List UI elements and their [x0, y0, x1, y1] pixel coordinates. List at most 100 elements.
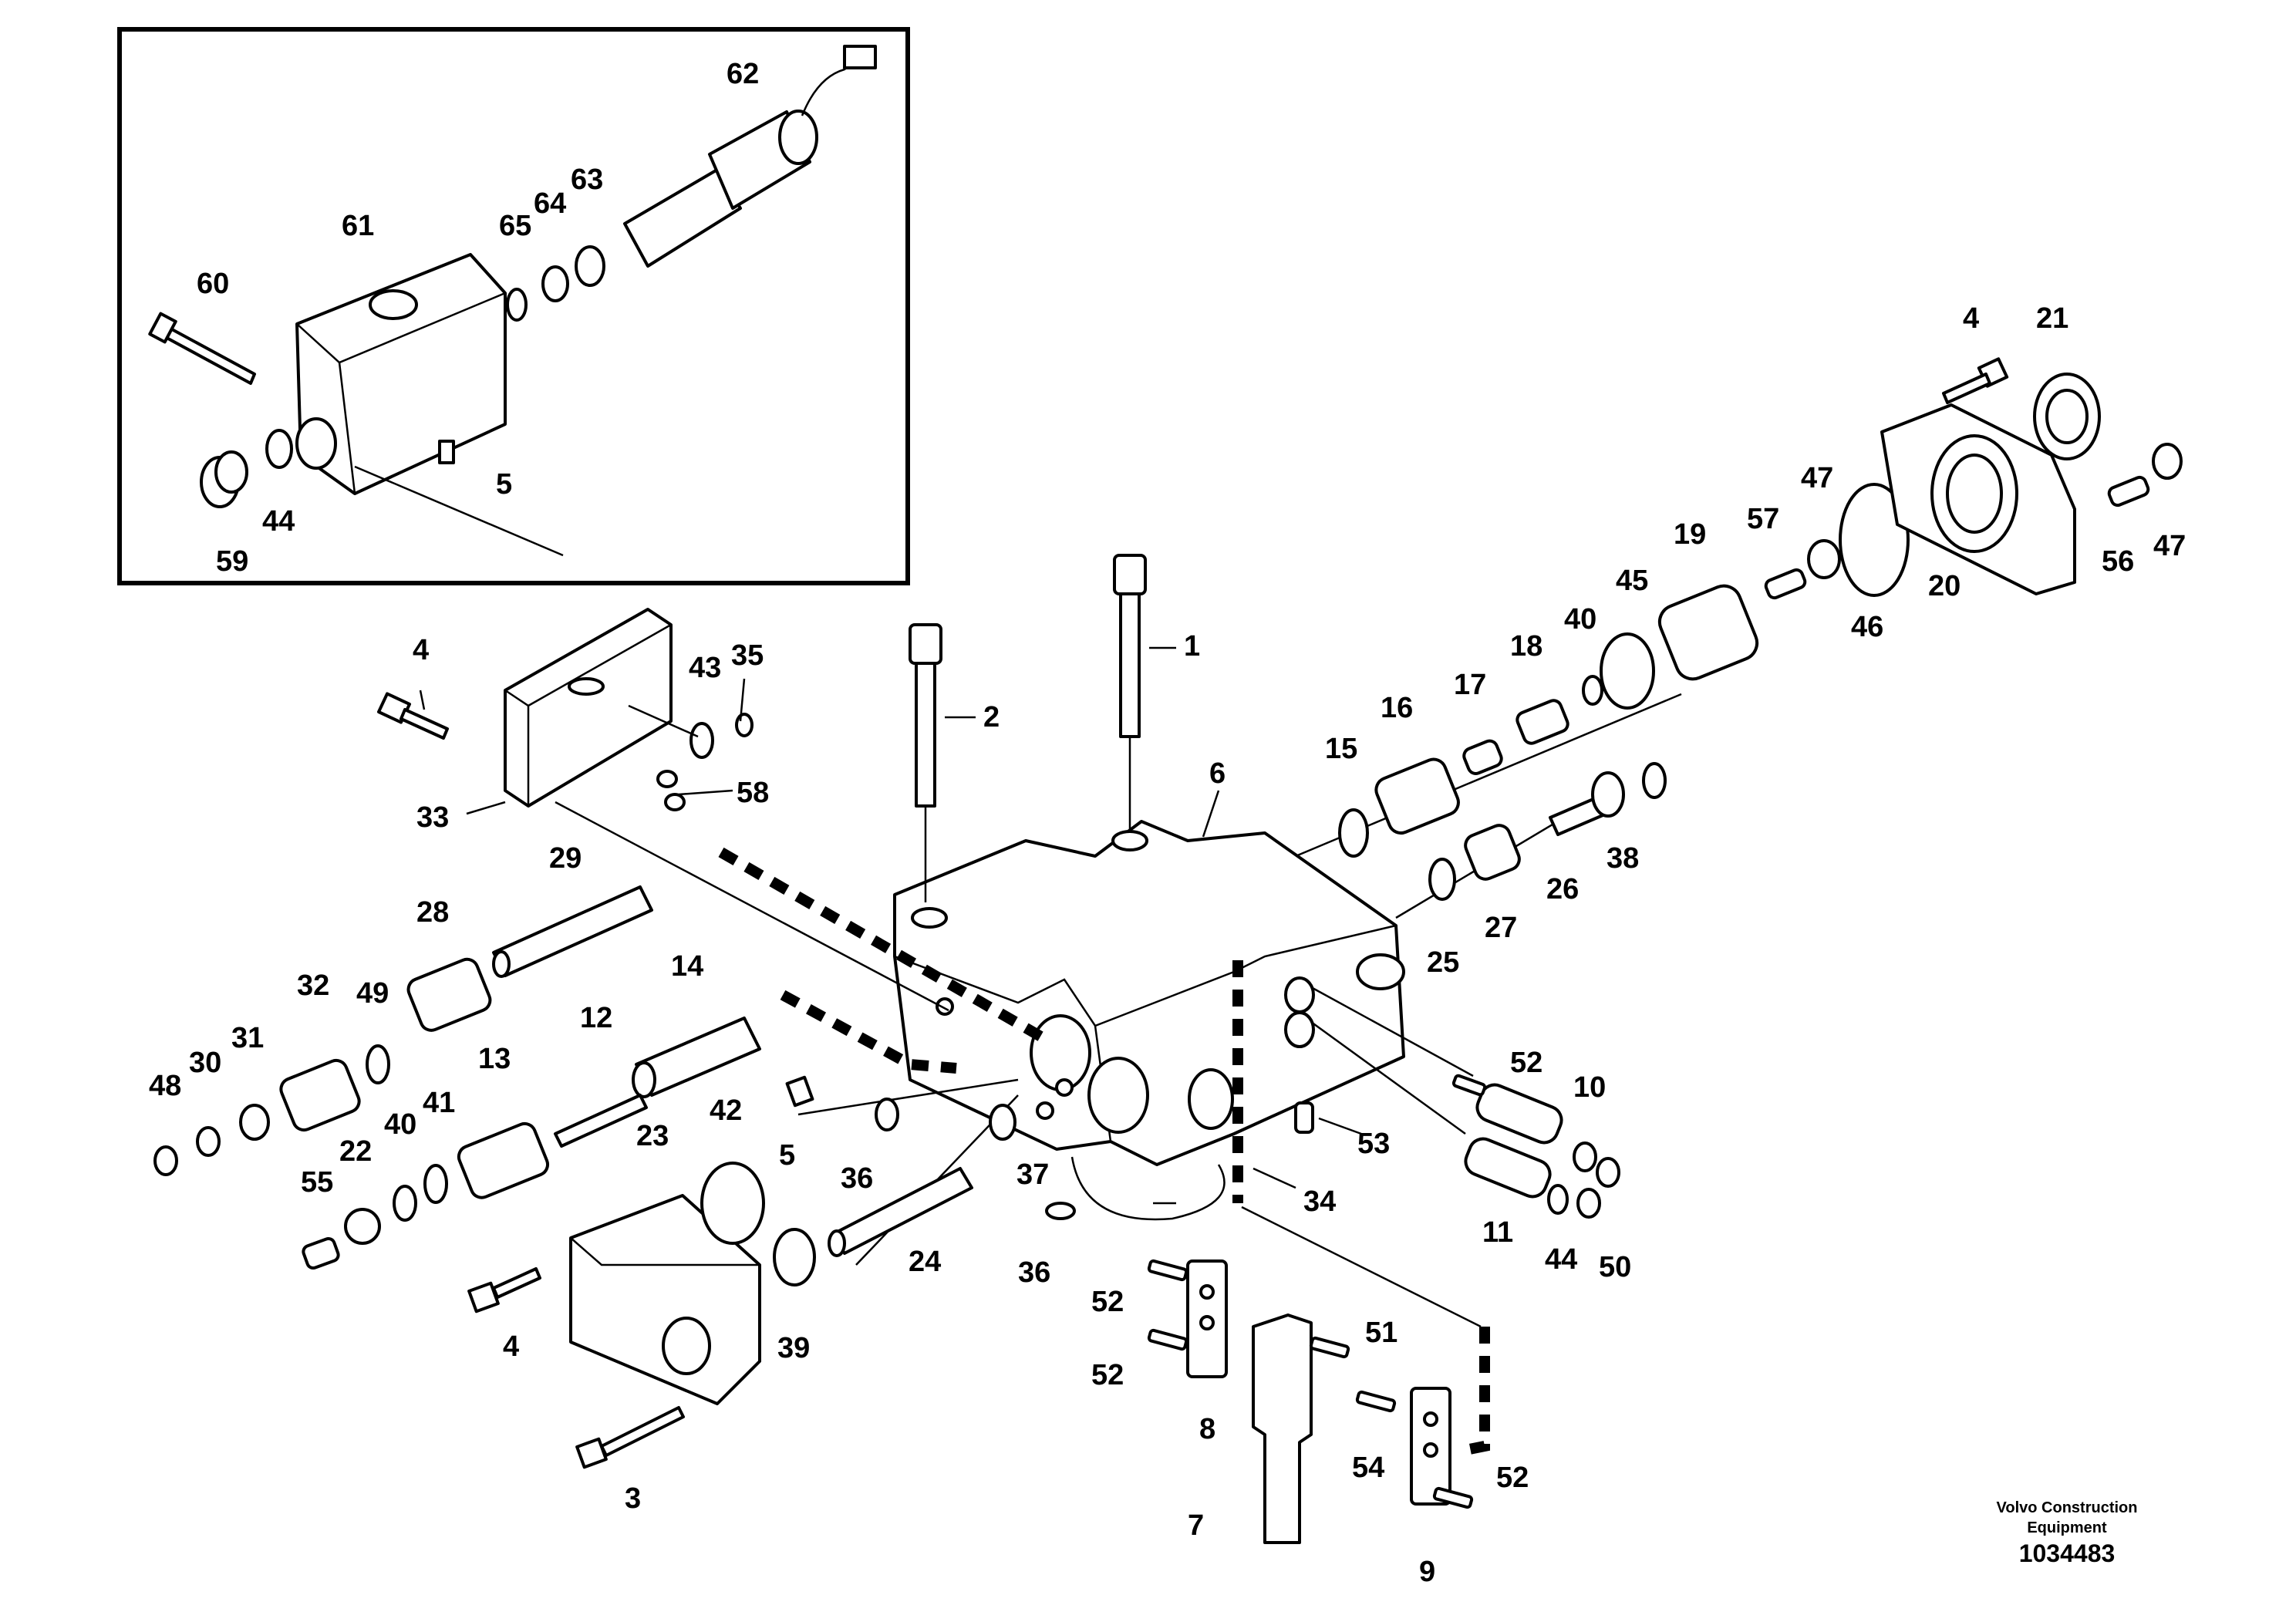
callout-5-inset: 5: [496, 468, 512, 501]
ring-36-bottom: [1045, 1202, 1076, 1220]
spring-16: [1374, 757, 1460, 835]
callout-36-left: 36: [841, 1162, 873, 1195]
callout-44-main: 44: [1545, 1243, 1577, 1276]
ring-46: [1839, 483, 1910, 597]
document-number: 1034483: [2018, 1539, 2116, 1567]
valve-body-6: [893, 820, 1405, 1221]
ring-15: [1338, 808, 1369, 858]
ring-35: [735, 713, 754, 737]
callout-9: 9: [1419, 1556, 1435, 1588]
callout-25: 25: [1427, 946, 1459, 979]
screw-56: [2107, 475, 2150, 508]
pin-54: [1355, 1390, 1397, 1413]
bolt-4-left: [377, 692, 449, 740]
callout-40-right: 40: [1564, 603, 1596, 636]
seal-21: [2033, 373, 2101, 460]
callout-33: 33: [416, 801, 449, 834]
callout-49: 49: [356, 977, 389, 1010]
bolt-4-bottom: [467, 1267, 541, 1313]
ring-36-left: [875, 1098, 899, 1131]
callout-65: 65: [499, 210, 531, 242]
callout-62: 62: [727, 58, 759, 90]
flange-20: [1880, 403, 2076, 595]
callout-4-left: 4: [413, 634, 429, 666]
callout-40-left: 40: [384, 1108, 416, 1141]
callout-53: 53: [1357, 1128, 1390, 1160]
callout-24: 24: [909, 1246, 941, 1278]
ring-43: [689, 722, 714, 759]
plug-5-inset: [438, 440, 455, 464]
ring-58b: [664, 793, 686, 811]
callout-27: 27: [1485, 912, 1517, 944]
spring-32: [279, 1058, 361, 1132]
inset-frame: [117, 27, 910, 585]
callout-41: 41: [423, 1087, 455, 1119]
screw-57: [1764, 568, 1807, 600]
callout-59: 59: [216, 545, 248, 578]
plug-5-main: [785, 1075, 814, 1108]
piston-26: [1549, 771, 1625, 836]
pin-12: [554, 1094, 648, 1148]
seat-31: [239, 1104, 270, 1141]
callout-5-main: 5: [779, 1139, 795, 1172]
nut-47-right: [2152, 443, 2183, 480]
brand-line-1: Volvo Construction: [1996, 1499, 2138, 1516]
spool-14: [632, 1017, 761, 1098]
ring-50b: [1596, 1157, 1620, 1188]
callout-45: 45: [1616, 565, 1648, 597]
callout-47-top: 47: [1801, 462, 1833, 494]
pin-53: [1294, 1101, 1314, 1134]
callout-60: 60: [197, 268, 229, 300]
pin-52-a: [1147, 1259, 1188, 1282]
rod-24: [828, 1167, 973, 1257]
cover-33: [504, 608, 673, 808]
callout-54: 54: [1352, 1452, 1384, 1484]
callout-28: 28: [416, 896, 449, 929]
solenoid-62: [623, 45, 877, 268]
callout-1: 1: [1184, 630, 1200, 663]
seat-22: [344, 1208, 381, 1245]
callout-4-bottom: 4: [503, 1330, 519, 1363]
ring-25: [1428, 858, 1456, 901]
bolt-2: [909, 623, 942, 808]
callout-8: 8: [1199, 1413, 1215, 1445]
callout-11: 11: [1482, 1216, 1513, 1249]
ring-58a: [656, 770, 678, 788]
callout-16: 16: [1381, 692, 1413, 724]
spool-29: [492, 885, 653, 978]
callout-20: 20: [1928, 570, 1961, 602]
callout-52-b: 52: [1091, 1359, 1124, 1391]
callout-23: 23: [636, 1120, 669, 1152]
callout-52-right: 52: [1510, 1047, 1542, 1079]
callout-2: 2: [983, 701, 1000, 733]
piece-17: [1462, 739, 1503, 775]
callout-31: 31: [231, 1022, 264, 1054]
nut-47-left: [1807, 539, 1841, 579]
bolt-1: [1113, 554, 1147, 738]
callout-42: 42: [710, 1094, 742, 1127]
plug-59: [200, 450, 248, 508]
bolt-60: [148, 312, 256, 385]
callout-55: 55: [301, 1166, 333, 1199]
ring-42: [700, 1162, 765, 1245]
spring-27: [1464, 824, 1521, 881]
callout-12: 12: [580, 1002, 612, 1034]
bolt-4-right: [1942, 357, 2009, 404]
callout-58: 58: [737, 777, 769, 809]
spring-28: [406, 957, 492, 1032]
callout-15: 15: [1325, 733, 1357, 765]
callout-10: 10: [1573, 1071, 1606, 1104]
callout-35: 35: [731, 639, 764, 672]
callout-52-a: 52: [1091, 1286, 1124, 1318]
callout-leaders: [419, 646, 1362, 1205]
ring-63: [575, 245, 605, 287]
pin-52-b: [1147, 1328, 1188, 1351]
ring-48: [153, 1145, 178, 1176]
callout-63: 63: [571, 164, 603, 196]
oring-44-inset: [265, 429, 293, 469]
callout-14: 14: [671, 950, 703, 983]
pin-51: [1309, 1336, 1350, 1359]
callout-37: 37: [1017, 1158, 1049, 1191]
dashed-outline-path-4: [1464, 1327, 1490, 1455]
callout-38: 38: [1607, 842, 1639, 875]
